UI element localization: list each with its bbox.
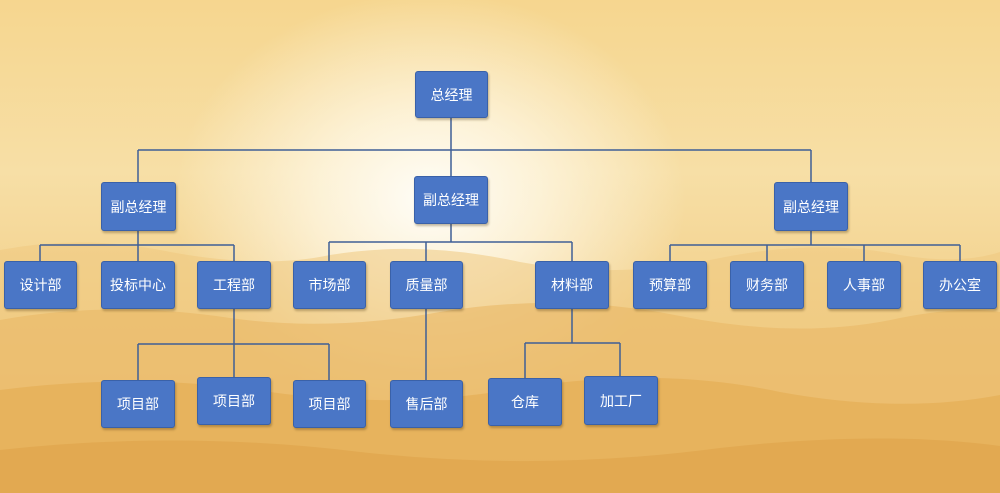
node-warehouse[interactable]: 仓库	[488, 378, 562, 426]
node-budget-dept[interactable]: 预算部	[633, 261, 707, 309]
node-deputy-manager-center[interactable]: 副总经理	[414, 176, 488, 224]
node-project-dept-2[interactable]: 项目部	[197, 377, 271, 425]
node-materials-dept[interactable]: 材料部	[535, 261, 609, 309]
node-after-sales-dept[interactable]: 售后部	[390, 380, 463, 428]
node-project-dept-1[interactable]: 项目部	[101, 380, 175, 428]
node-processing-plant[interactable]: 加工厂	[584, 376, 658, 425]
node-general-manager[interactable]: 总经理	[415, 71, 488, 118]
node-design-dept[interactable]: 设计部	[4, 261, 77, 309]
node-market-dept[interactable]: 市场部	[293, 261, 366, 309]
node-bidding-center[interactable]: 投标中心	[101, 261, 175, 309]
node-finance-dept[interactable]: 财务部	[730, 261, 804, 309]
node-deputy-manager-right[interactable]: 副总经理	[774, 182, 848, 231]
node-office[interactable]: 办公室	[923, 261, 997, 309]
node-deputy-manager-left[interactable]: 副总经理	[101, 182, 176, 231]
node-engineering-dept[interactable]: 工程部	[197, 261, 271, 309]
node-quality-dept[interactable]: 质量部	[390, 261, 463, 309]
node-project-dept-3[interactable]: 项目部	[293, 380, 366, 428]
node-hr-dept[interactable]: 人事部	[827, 261, 901, 309]
